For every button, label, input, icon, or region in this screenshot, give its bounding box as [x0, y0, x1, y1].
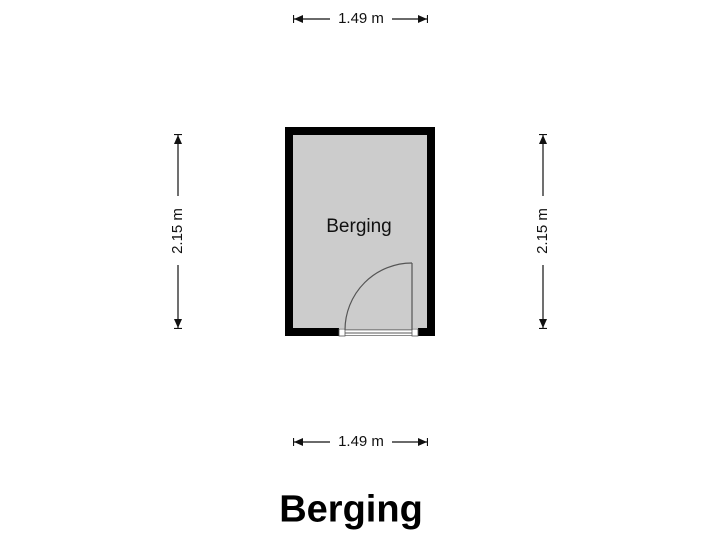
door-jamb-left [338, 328, 346, 337]
dimension-top-label: 1.49 m [335, 10, 387, 28]
dimension-right-label: 2.15 m [534, 205, 552, 257]
room-floor [293, 135, 427, 328]
dimension-left-label: 2.15 m [169, 205, 187, 257]
room-berging [285, 127, 435, 337]
room-label: Berging [326, 216, 392, 237]
door-swing-arc [344, 262, 413, 331]
door-jamb-right [411, 328, 419, 337]
plan-title: Berging [279, 488, 423, 531]
dimension-bottom-label: 1.49 m [335, 433, 387, 451]
door-threshold [345, 328, 412, 336]
